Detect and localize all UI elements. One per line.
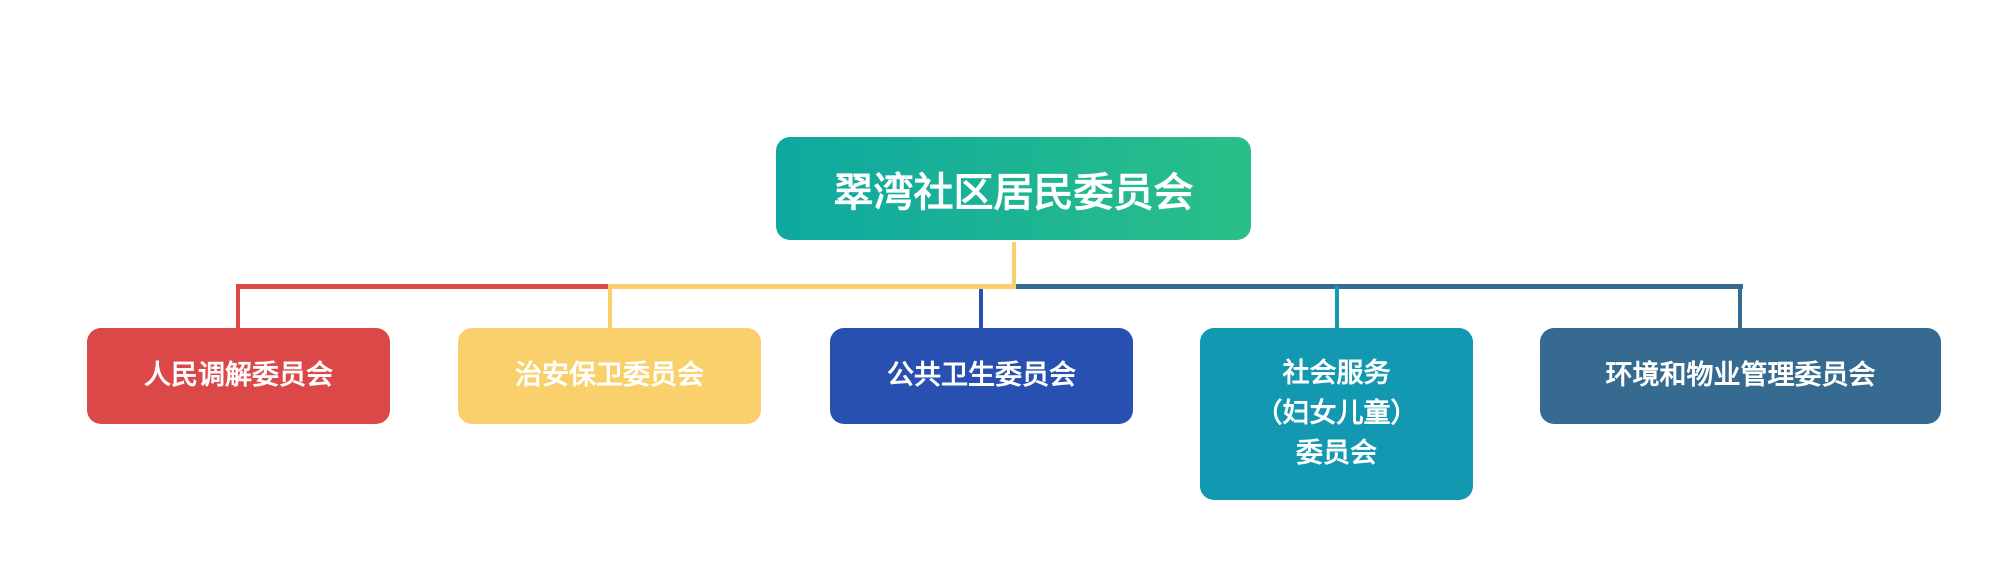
connector-root-stem <box>1012 242 1016 288</box>
connector-drop-3 <box>979 289 983 330</box>
root-node-label: 翠湾社区居民委员会 <box>833 169 1194 216</box>
root-node: 翠湾社区居民委员会 <box>776 137 1251 240</box>
child-node-label: 公共卫生委员会 <box>887 360 1076 391</box>
connector-drop-5 <box>1738 284 1742 330</box>
connector-drop-2 <box>608 286 612 330</box>
child-node-label: 人民调解委员会 <box>144 360 333 391</box>
child-node-security: 治安保卫委员会 <box>458 328 761 424</box>
connector-bar-red <box>236 284 610 289</box>
connector-bar-steel <box>1016 284 1743 289</box>
child-node-environment: 环境和物业管理委员会 <box>1540 328 1941 424</box>
connector-drop-4 <box>1335 286 1339 330</box>
child-node-mediation: 人民调解委员会 <box>87 328 390 424</box>
child-node-label-line: （妇女儿童） <box>1255 398 1418 429</box>
child-node-label: 环境和物业管理委员会 <box>1605 360 1876 391</box>
child-node-label: 治安保卫委员会 <box>515 360 704 391</box>
connector-drop-1 <box>236 284 240 330</box>
child-node-label-line: 社会服务 <box>1282 358 1391 389</box>
connector-bar-yellow <box>608 284 1016 289</box>
child-node-label-line: 委员会 <box>1296 438 1377 469</box>
child-node-public-health: 公共卫生委员会 <box>830 328 1133 424</box>
child-node-social-services: 社会服务 （妇女儿童） 委员会 <box>1200 328 1473 500</box>
